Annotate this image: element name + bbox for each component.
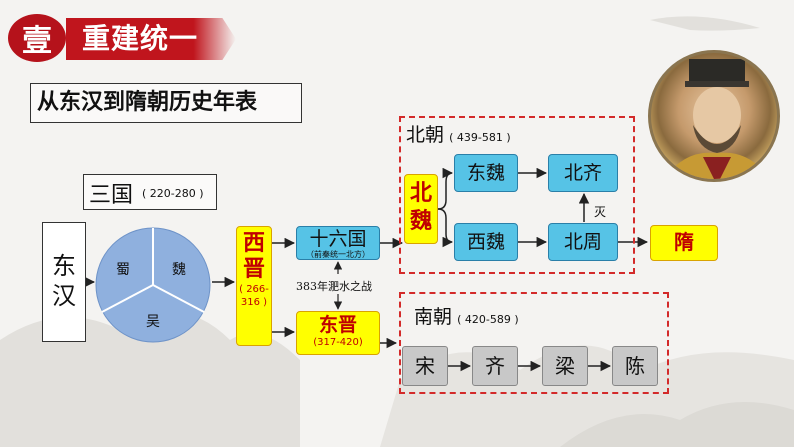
donghan-box: 东汉 (42, 222, 86, 342)
kingdom-shu: 蜀 (116, 262, 130, 278)
dongjin-years: (317-420) (313, 337, 363, 348)
dynasty-liang-box: 梁 (542, 346, 588, 386)
beichao-years: ( 439-581 ) (449, 131, 511, 144)
xijin-years: ( 266-316 ) (239, 284, 269, 308)
beichao-heading: 北朝 ( 439-581 ) (406, 120, 511, 147)
dongjin-box: 东晋 (317-420) (296, 311, 380, 355)
kingdom-wu: 吴 (146, 314, 160, 330)
beichao-frame (399, 116, 635, 274)
sanguo-label-box: 三国 ( 220-280 ) (83, 174, 217, 210)
beichao-label: 北朝 (406, 124, 445, 146)
sanguo-label: 三国 (89, 183, 134, 208)
dongwei-box: 东魏 (454, 154, 518, 192)
page-title: 重建统一 (82, 22, 199, 55)
sanguo-years: ( 220-280 ) (142, 187, 204, 200)
dynasty-song-box: 宋 (402, 346, 448, 386)
beiqi-box: 北齐 (548, 154, 618, 192)
xiwei-box: 西魏 (454, 223, 518, 261)
feishui-battle-label: 383年淝水之战 (296, 280, 372, 293)
sui-box: 隋 (650, 225, 718, 261)
xijin-name: 西晋 (242, 231, 265, 282)
shiliuguo-box: 十六国 （前秦统一北方） (296, 226, 380, 260)
dynasty-chen-box: 陈 (612, 346, 658, 386)
kingdom-wei: 魏 (172, 262, 186, 278)
xijin-box: 西晋 ( 266-316 ) (236, 226, 272, 346)
three-kingdoms-pie: 蜀 魏 吴 (95, 227, 211, 343)
dynasty-qi-box: 齐 (472, 346, 518, 386)
subtitle-box: 从东汉到隋朝历史年表 (30, 83, 302, 123)
nanchao-frame (399, 292, 669, 394)
title-banner (66, 18, 236, 60)
mie-label: 灭 (594, 205, 607, 219)
shiliuguo-name: 十六国 (309, 228, 367, 250)
shiliuguo-note: （前秦统一北方） (306, 250, 370, 259)
dongjin-name: 东晋 (318, 314, 357, 336)
beiwei-box: 北魏 (404, 174, 438, 244)
beizhou-box: 北周 (548, 223, 618, 261)
nanchao-heading: 南朝 ( 420-589 ) (414, 302, 519, 329)
nanchao-label: 南朝 (414, 306, 453, 328)
nanchao-years: ( 420-589 ) (457, 313, 519, 326)
emperor-portrait (648, 50, 780, 182)
section-badge: 壹 (8, 14, 66, 62)
